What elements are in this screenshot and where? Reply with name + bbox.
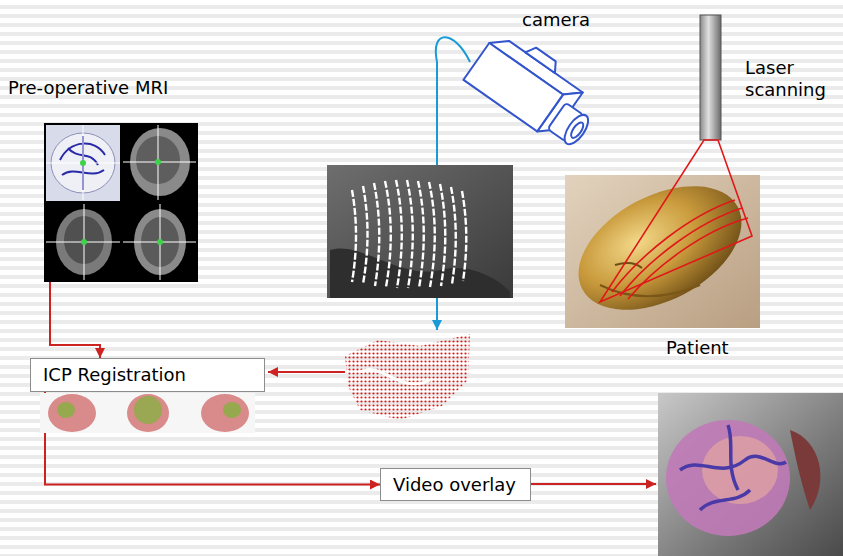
patient-label: Patient — [666, 337, 729, 359]
device-label: camera — [522, 9, 590, 31]
device-label: Laser scanning — [745, 57, 841, 101]
laser-beam-part — [612, 200, 735, 292]
registered-heads-part — [127, 394, 169, 432]
light-stripes-part — [407, 180, 413, 288]
registered-heads-part — [223, 402, 241, 418]
stripe-image-part — [327, 165, 513, 298]
overlay-result-image-part — [658, 393, 843, 556]
registered-heads-part — [134, 396, 162, 424]
process-box: Video overlay — [380, 468, 531, 501]
mri-image-node: Pre-operative MRI — [44, 123, 198, 282]
light-stripes-part — [374, 183, 379, 286]
overlay-result-image-part — [702, 436, 778, 504]
mri-image — [44, 123, 198, 282]
box-label: Video overlay — [393, 469, 516, 501]
light-stripes-part — [385, 181, 391, 287]
registered-heads-part — [57, 402, 75, 418]
camera-cable — [436, 37, 470, 165]
light-stripes — [352, 180, 466, 288]
blue-arrow-part — [436, 298, 438, 330]
mri-image-part — [44, 123, 198, 282]
light-stripes-part — [440, 184, 445, 286]
overlay-result-image-part — [680, 425, 786, 510]
process-box: ICP Registration — [30, 358, 265, 392]
camera-icon-part — [569, 120, 586, 139]
laser-beam — [600, 140, 752, 302]
mri-image-part — [46, 125, 196, 280]
laser-beam-part — [600, 140, 752, 302]
registered-heads-part — [40, 393, 255, 433]
light-stripes-part — [352, 190, 356, 282]
laser-scanner-part — [700, 15, 721, 140]
light-stripes-part — [418, 181, 424, 288]
mri-image-part — [81, 239, 87, 245]
overlay-result-image-part — [666, 420, 790, 536]
mri-image-part — [157, 239, 163, 245]
mri-image-part — [80, 160, 86, 166]
camera-icon-part — [463, 43, 563, 131]
stripe-image — [327, 165, 513, 298]
light-stripes-part — [429, 182, 435, 287]
patient-image — [558, 161, 762, 335]
flow-arrow — [50, 282, 100, 358]
light-stripes-part — [363, 186, 368, 284]
camera-cable-part — [436, 37, 470, 165]
overlay-result-image-part — [790, 430, 820, 510]
point-cloud-part — [345, 334, 470, 420]
point-cloud-part — [360, 369, 430, 383]
blue-arrow — [436, 298, 438, 330]
camera-icon-part — [525, 44, 560, 73]
camera-icon — [463, 24, 608, 154]
laser-scanner — [700, 15, 721, 140]
camera-icon-part — [560, 111, 593, 148]
cloud-arrow — [268, 371, 345, 373]
patient-image-part — [558, 161, 762, 335]
mri-image-part — [155, 159, 161, 165]
point-cloud — [345, 334, 470, 420]
registered-heads-part — [201, 394, 249, 432]
light-stripes-part — [451, 187, 456, 284]
overlay-result-image — [658, 393, 843, 556]
box-label: ICP Registration — [43, 359, 186, 391]
registered-heads — [40, 393, 255, 433]
patient-image-part — [600, 285, 700, 296]
laser-beam-part — [628, 218, 748, 299]
light-stripes-part — [396, 180, 402, 288]
image-heading: Pre-operative MRI — [8, 77, 168, 98]
cloud-arrow-part — [268, 371, 345, 373]
light-stripes-part — [462, 191, 466, 281]
registered-heads-part — [48, 394, 96, 432]
stripe-image-part — [330, 248, 510, 298]
